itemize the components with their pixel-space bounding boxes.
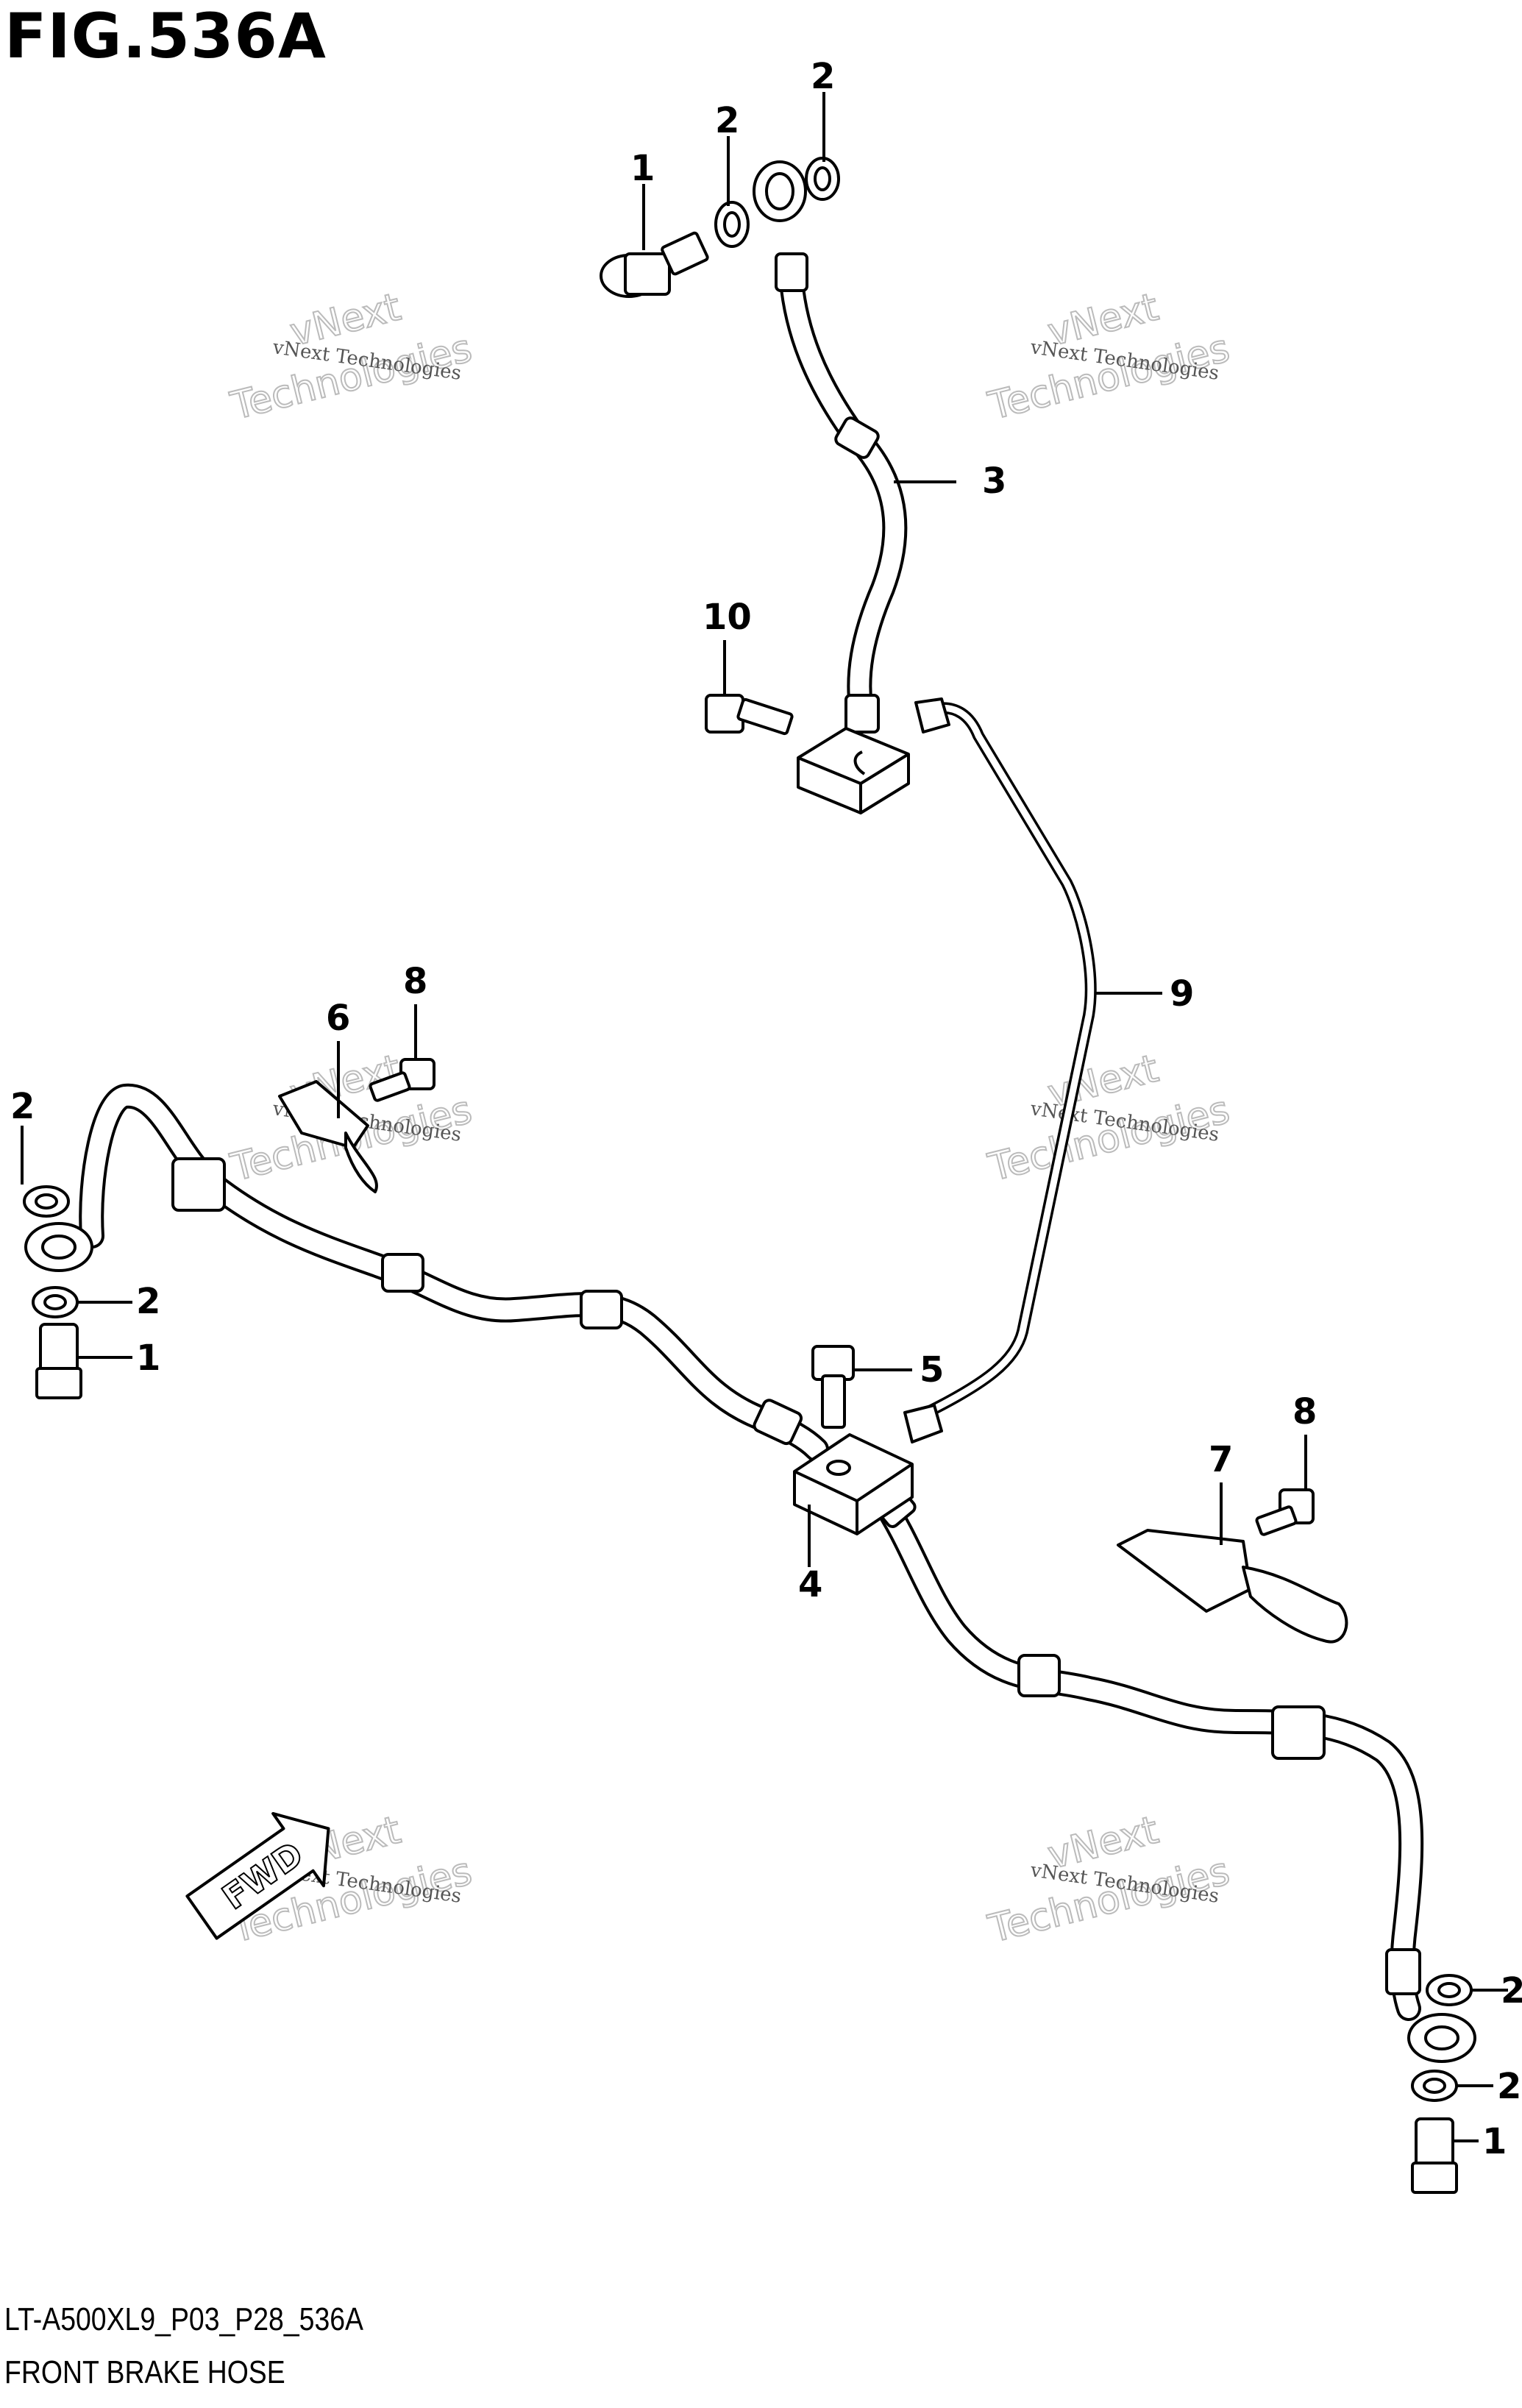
callout-2-top-a: 2	[715, 100, 739, 141]
callout-10: 10	[703, 597, 752, 638]
pipe-flare-nut-lower	[903, 1404, 943, 1443]
hose-joint-center	[793, 1433, 914, 1535]
bolt-5	[811, 1345, 855, 1429]
watermark-bottom-right: Technologies vNext vNext Technologies	[984, 1808, 1235, 1953]
watermark-top-right: Technologies vNext vNext Technologies	[984, 285, 1235, 430]
diagram-caption: FRONT BRAKE HOSE	[4, 2354, 285, 2390]
callout-1-left: 1	[136, 1338, 160, 1379]
watermark-top-left: Technologies vNext vNext Technologies	[226, 285, 477, 430]
callout-8-left: 8	[403, 961, 427, 1002]
callout-6: 6	[326, 998, 350, 1039]
hose-ferrule-upper	[834, 416, 880, 459]
banjo-eye-right	[1407, 2013, 1476, 2063]
hose-fitting-lower	[844, 694, 880, 734]
hose-joint-upper	[797, 727, 910, 814]
callout-4: 4	[798, 1564, 822, 1605]
brake-hose-upper	[775, 252, 908, 734]
callout-1-top: 1	[630, 148, 655, 189]
hose-ferrule-left-b	[580, 1290, 623, 1329]
washer-top-a	[714, 201, 750, 248]
washer-right-b	[1411, 2070, 1458, 2102]
brake-pipe	[903, 697, 1097, 1443]
hose-fitting-right-lower	[1385, 1948, 1421, 1995]
bolt-10	[705, 694, 794, 736]
hose-ferrule-left-a	[381, 1253, 424, 1293]
callout-3: 3	[982, 461, 1006, 502]
clamp-6	[278, 1080, 378, 1193]
callout-2-top-b: 2	[811, 56, 835, 97]
brake-hose-left	[79, 1083, 829, 1462]
hose-fitting-upper	[775, 252, 808, 292]
callout-1-right: 1	[1482, 2121, 1507, 2162]
callouts: 1 2 2 3 10 9 6 8 2 2 1 5 4 8 7 2 2 1	[10, 56, 1522, 2162]
callout-2-right-b: 2	[1497, 2066, 1521, 2107]
figure-title: FIG.536A	[4, 0, 327, 72]
hose-ferrule-right	[1017, 1654, 1061, 1697]
callout-9: 9	[1170, 973, 1194, 1015]
callout-5: 5	[920, 1349, 944, 1391]
washer-left-b	[32, 1286, 79, 1318]
watermark-mid-right: Technologies vNext vNext Technologies	[984, 1046, 1235, 1191]
callout-8-right: 8	[1292, 1391, 1317, 1432]
banjo-bolt-left	[35, 1323, 82, 1399]
pipe-flare-nut-upper	[914, 697, 950, 734]
callout-2-right-a: 2	[1501, 1970, 1522, 2011]
leader-lines	[21, 92, 1508, 2142]
banjo-eye-top	[753, 160, 807, 222]
bolt-8-right	[1255, 1488, 1315, 1536]
brake-hose-right	[867, 1477, 1424, 2021]
washer-top-b	[805, 157, 840, 201]
bolt-8-left	[369, 1058, 435, 1102]
callout-7: 7	[1209, 1439, 1233, 1480]
callout-2-left-b: 2	[136, 1281, 160, 1322]
banjo-bolt-right	[1411, 2117, 1458, 2194]
callout-2-left-a: 2	[10, 1086, 35, 1127]
hose-grommet-right	[1271, 1705, 1326, 1760]
banjo-bolt-top	[600, 231, 709, 298]
hose-fitting-left	[753, 1399, 803, 1446]
washer-right-a	[1426, 1974, 1473, 2006]
washer-left-a	[23, 1185, 70, 1218]
diagram-code: LT-A500XL9_P03_P28_536A	[4, 2301, 363, 2337]
clamp-7	[1117, 1529, 1348, 1644]
banjo-eye-left	[24, 1222, 93, 1272]
hose-grommet-left	[171, 1157, 226, 1212]
